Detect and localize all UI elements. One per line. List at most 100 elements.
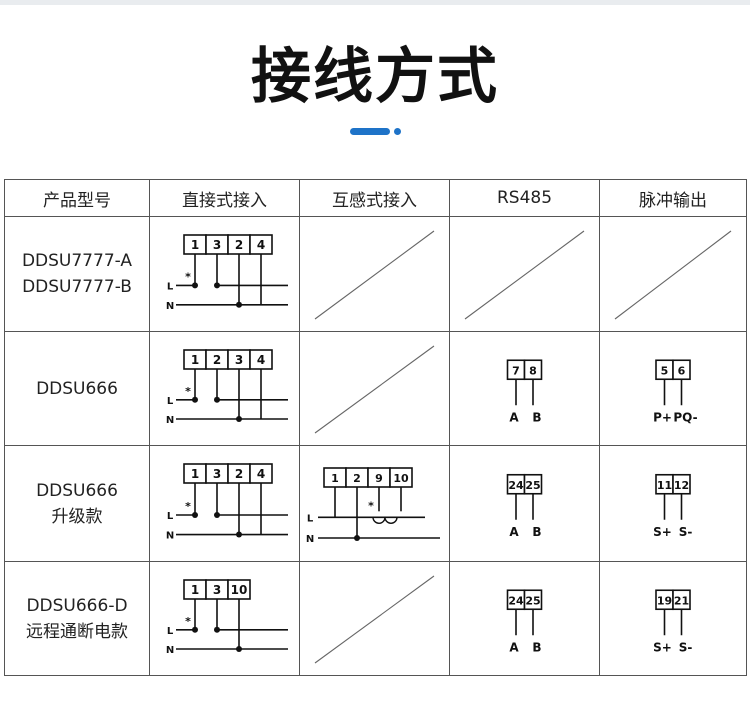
terminal-number: 7	[512, 364, 520, 377]
junction-dot	[354, 535, 360, 541]
transformer-diagram	[314, 345, 435, 434]
terminal-number: 4	[257, 467, 265, 481]
model-name: 升级款	[51, 506, 103, 527]
terminal-number: 2	[353, 472, 361, 485]
header-pulse: 脉冲输出	[599, 179, 747, 217]
line-label-n: N	[306, 534, 314, 545]
model-name: DDSU7777-B	[22, 277, 132, 297]
junction-dot	[236, 646, 242, 653]
terminal-number: 4	[257, 353, 265, 367]
junction-dot	[192, 396, 198, 403]
model-cell: DDSU666 升级款	[4, 445, 150, 562]
current-transformer-coil	[372, 517, 398, 524]
signal-label: S-	[679, 525, 693, 539]
terminal-number: 11	[657, 479, 672, 492]
terminal-number: 3	[213, 238, 221, 252]
line-label-l: L	[167, 626, 174, 637]
title-underline-dot	[394, 128, 401, 135]
terminal-number: 1	[191, 353, 199, 367]
header-model: 产品型号	[4, 179, 150, 217]
not-applicable-slash	[314, 230, 435, 320]
signal-label: S+	[653, 525, 672, 539]
signal-label: PQ-	[673, 410, 697, 424]
terminal-number: 9	[375, 472, 383, 485]
header-transformer: 互感式接入	[299, 179, 450, 217]
junction-dot	[214, 396, 220, 403]
polarity-mark: *	[185, 385, 191, 398]
line-label-n: N	[166, 415, 174, 426]
line-label-l: L	[167, 281, 174, 292]
model-cell: DDSU7777-A DDSU7777-B	[4, 216, 150, 332]
junction-dot	[192, 512, 198, 518]
signal-label: S+	[653, 640, 672, 654]
signal-label: A	[509, 410, 519, 424]
terminal-number: 10	[231, 583, 248, 597]
terminal-number: 2	[235, 467, 243, 481]
not-applicable-slash	[464, 230, 585, 320]
terminal-number: 1	[191, 467, 199, 481]
transformer-diagram-cell	[299, 561, 450, 676]
page-title: 接线方式	[251, 42, 499, 112]
terminal-number: 8	[529, 364, 537, 377]
junction-dot	[236, 531, 242, 538]
line-label-l: L	[307, 513, 314, 524]
terminal-number: 1	[191, 583, 199, 597]
rs485-diagram	[464, 230, 585, 320]
junction-dot	[236, 416, 242, 423]
transformer-diagram	[314, 575, 435, 664]
junction-dot	[192, 282, 198, 289]
table-header-row: 产品型号 直接式接入 互感式接入 RS485 脉冲输出	[4, 179, 747, 217]
junction-dot	[214, 282, 220, 289]
pulse-diagram	[614, 230, 732, 320]
model-name: DDSU666-D	[26, 595, 128, 616]
terminal-number: 25	[525, 479, 540, 492]
signal-label: P+	[653, 410, 672, 424]
junction-dot	[214, 512, 220, 518]
terminal-number: 24	[508, 594, 524, 607]
terminal-number: 4	[257, 238, 265, 252]
top-strip	[0, 0, 750, 5]
terminal-number: 24	[508, 479, 524, 492]
model-name: DDSU666	[36, 378, 118, 399]
model-name: DDSU7777-A	[21, 251, 133, 271]
title-underline	[350, 128, 390, 135]
signal-label: S-	[679, 640, 693, 654]
not-applicable-slash	[614, 230, 732, 320]
model-cell: DDSU666	[4, 331, 150, 446]
transformer-diagram-cell	[299, 331, 450, 446]
junction-dot	[214, 626, 220, 633]
header-rs485: RS485	[449, 179, 600, 217]
terminal-number: 3	[213, 583, 221, 597]
junction-dot	[236, 301, 242, 308]
header-direct: 直接式接入	[149, 179, 300, 217]
terminal-number: 1	[191, 238, 199, 252]
model-cell: DDSU666-D 远程通断电款	[4, 561, 150, 676]
terminal-number: 10	[393, 472, 409, 485]
signal-label: A	[509, 525, 519, 539]
line-label-l: L	[167, 511, 174, 522]
terminal-number: 21	[674, 594, 689, 607]
terminal-number: 3	[213, 467, 221, 481]
